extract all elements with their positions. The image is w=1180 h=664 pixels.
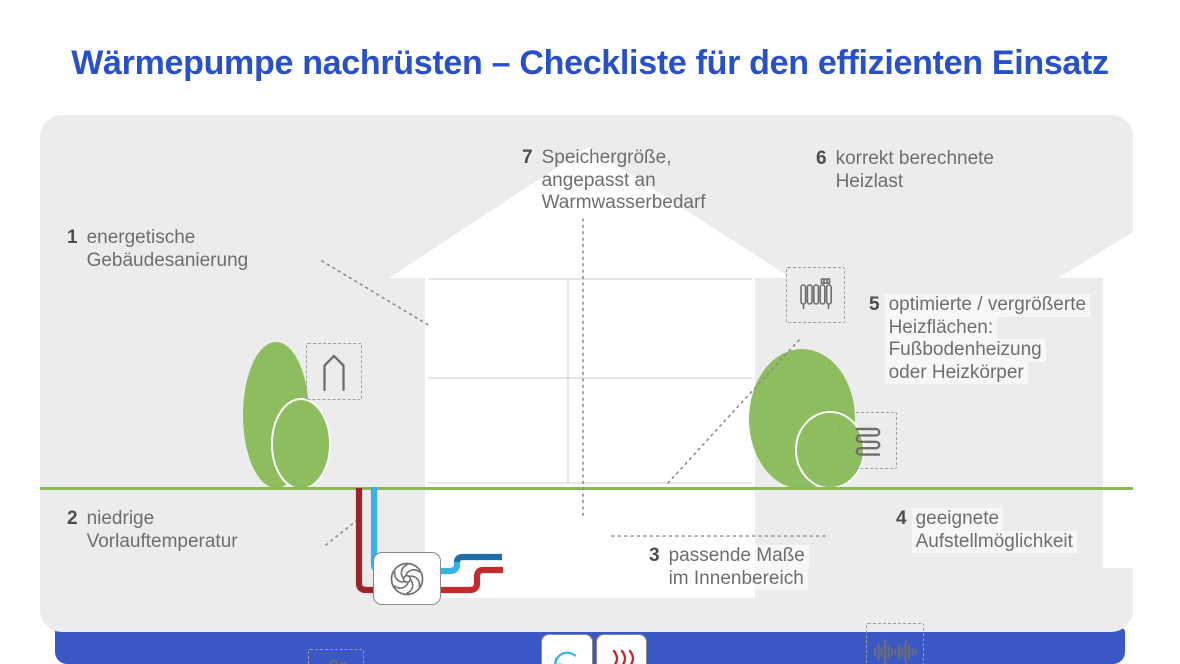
item-label: korrekt berechnete Heizlast <box>835 148 994 192</box>
indoor-unit-heater <box>596 634 647 664</box>
pipe-cold-blue <box>453 553 502 563</box>
item-label: geeignete Aufstellmöglichkeit <box>911 508 1077 553</box>
item-label: Speichergröße, angepasst an Warmwasserbe… <box>541 147 706 213</box>
heat-exchanger-icon <box>554 651 577 664</box>
sound-wave-icon <box>874 638 917 664</box>
house-outline-icon <box>323 354 345 391</box>
tree-left-front <box>271 398 331 490</box>
icon-box-item5 <box>839 412 897 469</box>
thermometer-icon <box>329 659 347 664</box>
house-roof <box>389 147 791 278</box>
dotted-connectors <box>321 218 828 546</box>
connector-item1 <box>321 260 431 327</box>
checklist-item-1: 1 energetische Gebäudesanierung <box>67 227 248 272</box>
checklist-item-5: 5 optimierte / vergrößerte Heizflächen: … <box>869 294 1091 384</box>
connector-item2 <box>325 520 357 546</box>
floor-heating-coil-icon <box>855 427 881 456</box>
checklist-item-3: 3 passende Maße im Innenbereich <box>649 545 809 590</box>
checklist-item-7: 7 Speichergröße, angepasst an Warmwasser… <box>522 147 706 215</box>
icon-box-item1 <box>306 343 362 400</box>
item-number: 6 <box>816 148 827 169</box>
item-number: 4 <box>896 508 907 529</box>
page-title: Wärmepumpe nachrüsten – Checkliste für d… <box>71 44 1109 82</box>
neighbor-roof <box>1058 232 1133 278</box>
diagram-card: 1 energetische Gebäudesanierung 2 niedri… <box>40 115 1133 664</box>
pipe-warm-dark <box>355 488 398 594</box>
fan-icon <box>390 562 424 595</box>
pipe-warm-bright <box>396 566 503 594</box>
item-number: 1 <box>67 227 78 248</box>
house-interior-lines <box>428 278 752 484</box>
item-number: 5 <box>869 294 880 315</box>
item-number: 3 <box>649 545 660 566</box>
heat-pump-unit <box>373 552 441 605</box>
checklist-item-6: 6 korrekt berechnete Heizlast <box>816 148 994 193</box>
icon-box-item6 <box>786 267 845 323</box>
item-label: energetische Gebäudesanierung <box>86 227 249 271</box>
item-label: niedrige Vorlauftemperatur <box>86 508 238 552</box>
house-body <box>425 278 755 598</box>
item-label: passende Maße im Innenbereich <box>664 545 809 590</box>
checklist-item-4: 4 geeignete Aufstellmöglichkeit <box>896 508 1077 553</box>
heating-waves-icon <box>612 649 634 664</box>
indoor-unit-exchanger <box>541 634 593 664</box>
connector-item5 <box>666 339 800 485</box>
item-number: 2 <box>67 508 78 529</box>
checklist-item-2: 2 niedrige Vorlauftemperatur <box>67 508 238 553</box>
neighbor-wall <box>1103 278 1133 568</box>
radiator-icon <box>799 278 832 310</box>
ground-line <box>40 487 1133 490</box>
item-label: optimierte / vergrößerte Heizflächen: Fu… <box>884 294 1091 384</box>
item-number: 7 <box>522 147 533 168</box>
icon-box-item2 <box>308 649 364 664</box>
icon-box-item4 <box>866 623 924 664</box>
